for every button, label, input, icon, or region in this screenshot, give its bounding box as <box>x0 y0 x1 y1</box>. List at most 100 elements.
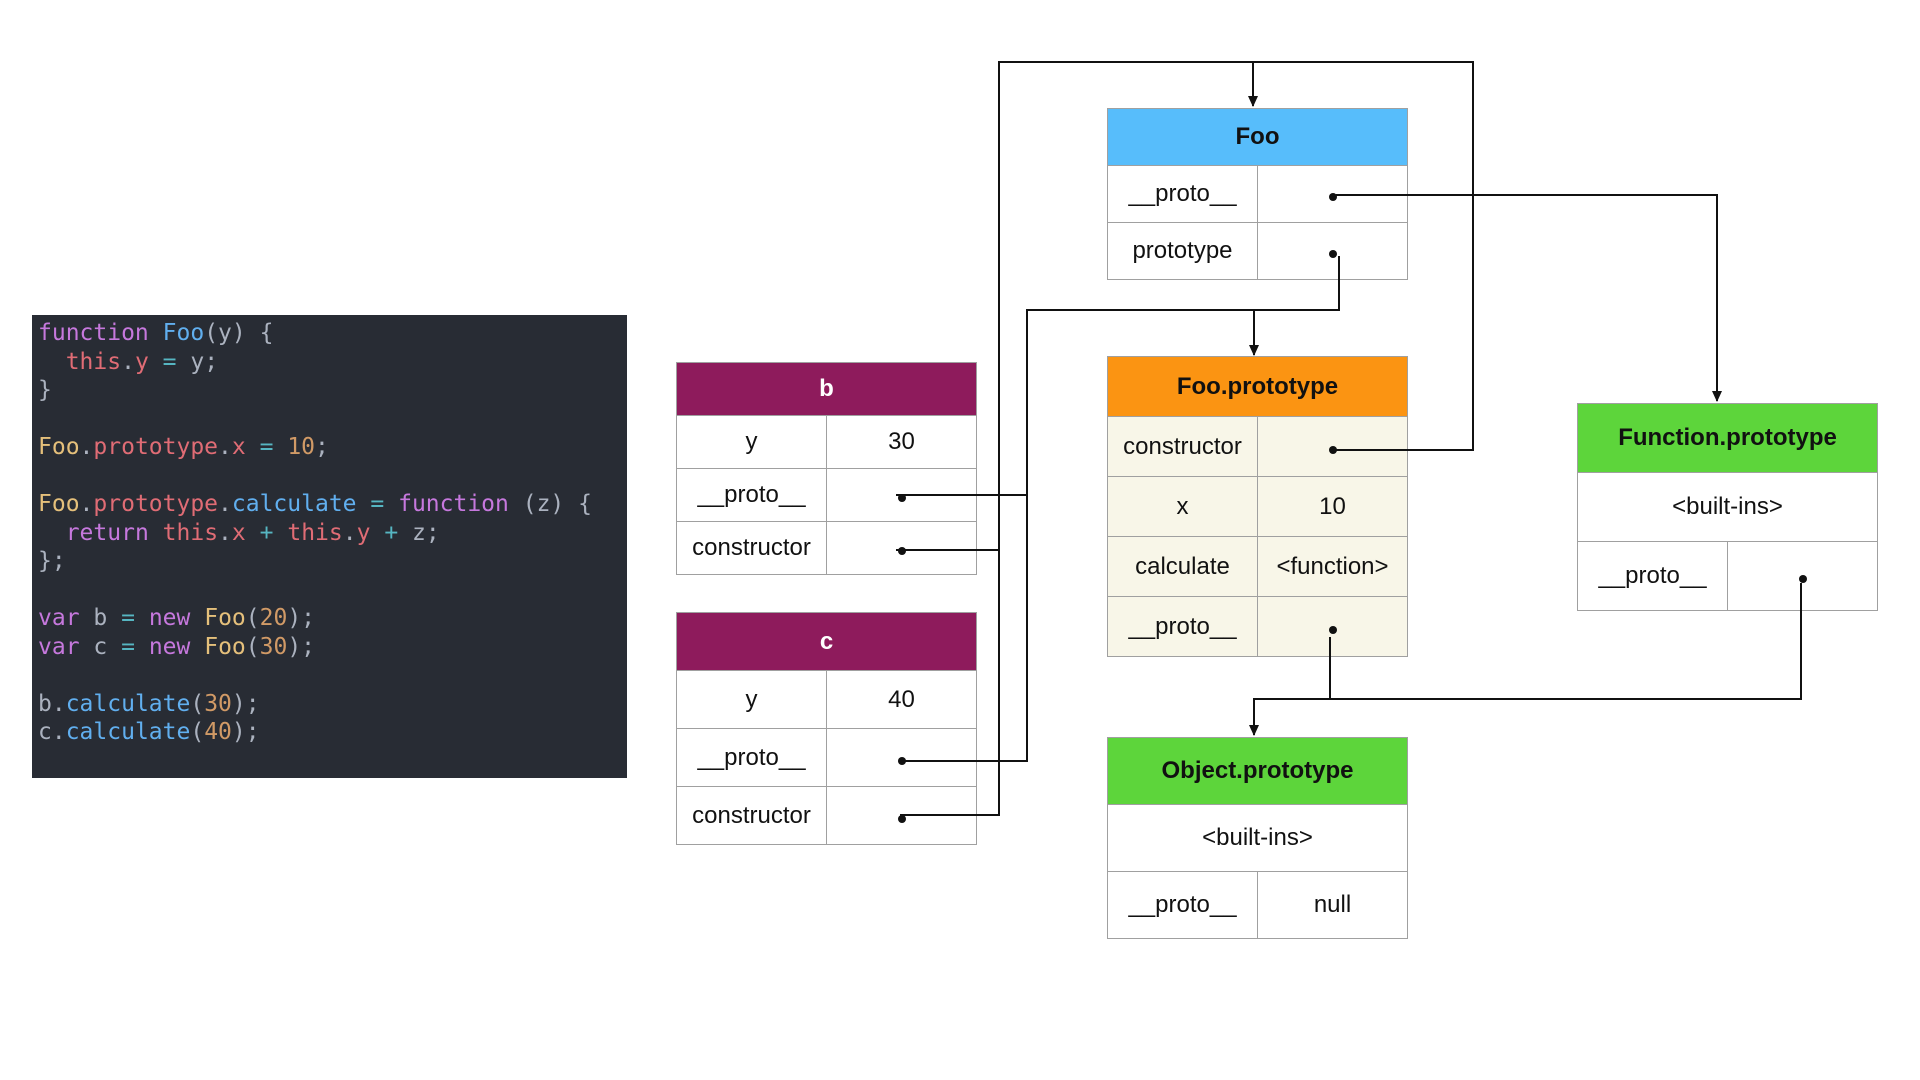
code-token: new <box>148 605 191 631</box>
object-b-proto-key: __proto__ <box>676 468 827 522</box>
code-token: return <box>65 519 149 546</box>
code-token: c. <box>38 719 66 745</box>
object-c-y-value: 40 <box>825 670 978 729</box>
code-line: var b = new Foo(20); <box>38 604 627 633</box>
object-prototype-proto-value: null <box>1256 871 1409 939</box>
foo-prototype-table: Foo.prototype constructor x 10 calculate… <box>1107 356 1408 657</box>
foo-title: Foo <box>1106 108 1409 166</box>
function-prototype-table: Function.prototype <built-ins> __proto__ <box>1576 403 1879 611</box>
code-token: var <box>38 605 80 631</box>
code-token: this <box>162 519 219 546</box>
code-token: c <box>79 633 122 660</box>
code-line: }; <box>38 547 627 576</box>
code-token: function <box>398 491 509 517</box>
foo-prototype-proto-value <box>1257 596 1408 657</box>
foo-table: Foo __proto__ prototype <box>1106 108 1409 280</box>
code-token: . <box>79 434 94 460</box>
code-token: . <box>218 491 232 517</box>
code-token: = <box>121 633 135 660</box>
c-constructor-wire <box>900 61 1474 816</box>
code-line: c.calculate(40); <box>38 718 627 747</box>
object-c-title: c <box>675 612 978 671</box>
code-panel: function Foo(y) { this.y = y;} Foo.proto… <box>32 315 627 778</box>
code-token: calculate <box>231 491 357 517</box>
foo-prototype-title: Foo.prototype <box>1107 356 1408 417</box>
code-token: Foo <box>162 320 205 346</box>
code-token: ); <box>231 719 260 745</box>
object-b-constructor-value <box>825 521 978 575</box>
pointer-dot-icon <box>1328 193 1337 201</box>
object-prototype-builtins: <built-ins> <box>1106 804 1409 872</box>
object-b-table: b y 30 __proto__ constructor <box>675 362 978 575</box>
code-token: b. <box>38 690 66 717</box>
code-token: = <box>162 348 177 375</box>
code-token: ; <box>315 434 329 460</box>
code-token: = <box>370 491 385 517</box>
code-token: . <box>342 519 357 546</box>
code-token: (y) { <box>204 320 274 346</box>
code-token: prototype <box>93 434 219 460</box>
code-token: . <box>121 348 135 375</box>
code-token: new <box>148 633 191 660</box>
code-token: + <box>259 519 274 546</box>
object-c-proto-value <box>825 728 978 787</box>
code-token: ( <box>190 719 205 745</box>
pointer-dot-icon <box>897 814 906 823</box>
pointer-dot-icon <box>1798 575 1807 583</box>
code-token: x <box>231 519 246 546</box>
code-token: y <box>356 519 371 546</box>
code-token: b <box>79 605 122 631</box>
code-token: Foo <box>204 605 246 631</box>
code-token: 20 <box>259 605 288 631</box>
function-prototype-proto-value <box>1726 541 1879 611</box>
code-token: calculate <box>65 690 191 717</box>
code-token: . <box>218 519 232 546</box>
code-token: var <box>38 633 80 660</box>
pointer-dot-icon <box>1328 445 1337 454</box>
code-token: calculate <box>65 719 191 745</box>
foo-proto-key: __proto__ <box>1107 165 1258 223</box>
function-prototype-title: Function.prototype <box>1576 403 1879 473</box>
function-prototype-proto-key: __proto__ <box>1577 541 1728 611</box>
code-token: prototype <box>93 491 219 517</box>
b-proto-wire <box>896 256 1340 496</box>
pointer-dot-icon <box>897 494 906 502</box>
code-token: y <box>134 348 149 375</box>
code-token: x <box>231 434 246 460</box>
code-line: Foo.prototype.x = 10; <box>38 433 627 462</box>
foo-prototype-value <box>1256 222 1409 280</box>
c-proto-wire <box>900 495 1028 762</box>
foo-prototype-x-value: 10 <box>1257 476 1408 537</box>
code-line: return this.x + this.y + z; <box>38 519 627 548</box>
code-token: . <box>218 434 232 460</box>
code-token: y; <box>176 348 219 375</box>
code-token: this <box>65 348 122 375</box>
code-line: this.y = y; <box>38 348 627 377</box>
foo-proto-wire <box>1336 194 1722 402</box>
code-token: Foo <box>38 434 80 460</box>
foo-prototype-x-key: x <box>1107 476 1258 537</box>
object-b-y-value: 30 <box>825 415 978 469</box>
function-prototype-proto-wire <box>1330 583 1802 700</box>
code-line: var c = new Foo(30); <box>38 633 627 662</box>
object-c-constructor-key: constructor <box>676 786 827 845</box>
code-token: 40 <box>204 719 232 745</box>
code-token: ); <box>231 690 260 717</box>
code-token: ( <box>245 633 260 660</box>
object-prototype-title: Object.prototype <box>1106 737 1409 805</box>
object-b-constructor-key: constructor <box>676 521 827 575</box>
pointer-dot-icon <box>1328 625 1337 634</box>
code-line: } <box>38 376 627 405</box>
code-token: Foo <box>38 491 80 517</box>
foo-prototype-proto-wire <box>1249 637 1331 736</box>
foo-prototype-proto-key: __proto__ <box>1107 596 1258 657</box>
code-line: b.calculate(30); <box>38 690 627 719</box>
object-b-y-key: y <box>676 415 827 469</box>
code-token: + <box>384 519 399 546</box>
code-token: } <box>38 377 52 403</box>
code-token: 30 <box>259 633 288 660</box>
code-token: 30 <box>204 690 232 717</box>
code-token: }; <box>38 548 66 574</box>
foo-prototype-constructor-key: constructor <box>1107 416 1258 477</box>
